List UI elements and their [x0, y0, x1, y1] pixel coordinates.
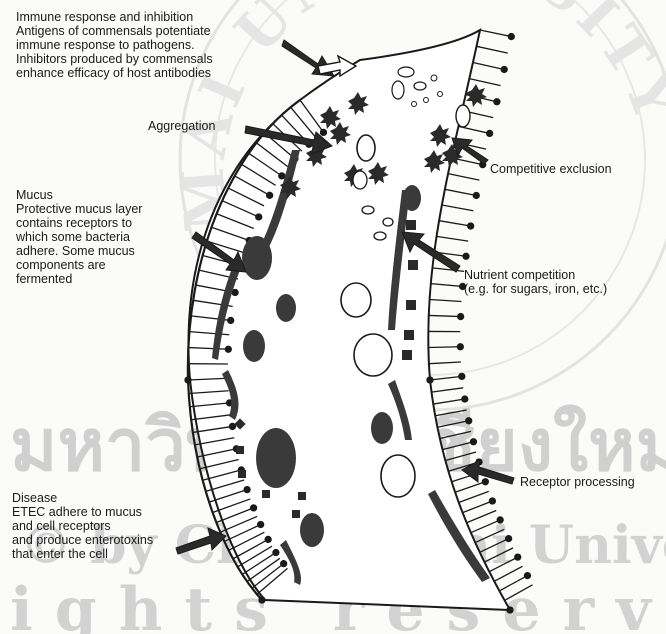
bacterium-dark — [256, 428, 296, 488]
receptor-knob — [281, 561, 287, 567]
bacterium-dark — [371, 412, 393, 444]
receptor-knob — [256, 214, 262, 220]
label-aggregation: Aggregation — [148, 119, 215, 133]
microvillus — [473, 62, 504, 69]
receptor-knob — [482, 479, 488, 485]
receptor-knob — [506, 536, 512, 542]
microvillus — [439, 221, 471, 226]
microvillus — [429, 315, 461, 316]
microvillus — [480, 30, 511, 37]
receptor-knob — [468, 223, 474, 229]
receptor-knob — [244, 487, 250, 493]
microvillus — [448, 174, 479, 180]
bacterium-light — [357, 135, 375, 161]
microvillus — [430, 376, 462, 380]
receptor-knob — [251, 505, 257, 511]
receptor-knob — [265, 536, 271, 542]
receptor-knob — [473, 192, 479, 198]
microvillus — [428, 347, 460, 348]
bacterium-light — [398, 67, 414, 77]
receptor-knob — [489, 498, 495, 504]
bacterium-light — [341, 283, 371, 317]
label-nutrient-competition: Nutrient competition (e.g. for sugars, i… — [464, 268, 664, 296]
bacterium-dark — [243, 330, 265, 362]
receptor-knob — [232, 290, 238, 296]
label-competitive-exclusion: Competitive exclusion — [490, 162, 612, 176]
receptor-knob — [462, 396, 468, 402]
receptor-knob — [507, 607, 513, 613]
microvillus — [432, 268, 464, 272]
bacterium-light — [381, 455, 415, 497]
receptor-knob — [279, 173, 285, 179]
receptor-knob — [487, 130, 493, 136]
receptor-knob — [458, 314, 464, 320]
receptor-knob — [259, 597, 265, 603]
microvillus — [442, 205, 473, 211]
label-receptor-processing: Receptor processing — [520, 475, 635, 489]
label-mucus: Mucus Protective mucus layer contains re… — [16, 188, 196, 286]
microvillus — [463, 501, 493, 513]
label-immune-response: Immune response and inhibition Antigens … — [16, 10, 284, 80]
receptor-knob — [459, 373, 465, 379]
receptor-knob — [470, 439, 476, 445]
microvillus — [469, 79, 500, 86]
receptor-knob — [225, 346, 231, 352]
receptor-knob — [229, 423, 235, 429]
microvillus — [445, 189, 476, 195]
receptor-knob — [524, 573, 530, 579]
microvillus — [437, 236, 469, 241]
bacterium-light — [392, 81, 404, 99]
arrow-competitive-exclusion — [452, 138, 488, 164]
microvillus — [431, 284, 463, 287]
microvillus — [431, 388, 463, 392]
receptor-knob — [466, 418, 472, 424]
receptor-knob — [457, 344, 463, 350]
receptor-knob — [228, 317, 234, 323]
bacterium-light — [456, 105, 470, 127]
bacterium-dark — [403, 185, 421, 211]
receptor-knob — [267, 192, 273, 198]
bacterium-dark — [276, 294, 296, 322]
microvillus — [477, 46, 508, 53]
microvillus — [430, 299, 462, 301]
receptor-knob — [515, 554, 521, 560]
label-disease: Disease ETEC adhere to mucus and cell re… — [12, 491, 192, 561]
bacterium-dark — [300, 513, 324, 547]
receptor-knob — [463, 253, 469, 259]
receptor-knob — [494, 99, 500, 105]
microvillus — [429, 362, 461, 364]
microvillus — [459, 491, 489, 502]
bacterium-dark — [242, 236, 272, 280]
receptor-knob — [501, 66, 507, 72]
bacterium-light — [414, 82, 426, 90]
receptor-knob — [497, 517, 503, 523]
receptor-knob — [320, 129, 326, 135]
receptor-knob — [258, 522, 264, 528]
receptor-knob — [273, 550, 279, 556]
receptor-knob — [508, 34, 514, 40]
bacterium-light — [354, 334, 392, 376]
